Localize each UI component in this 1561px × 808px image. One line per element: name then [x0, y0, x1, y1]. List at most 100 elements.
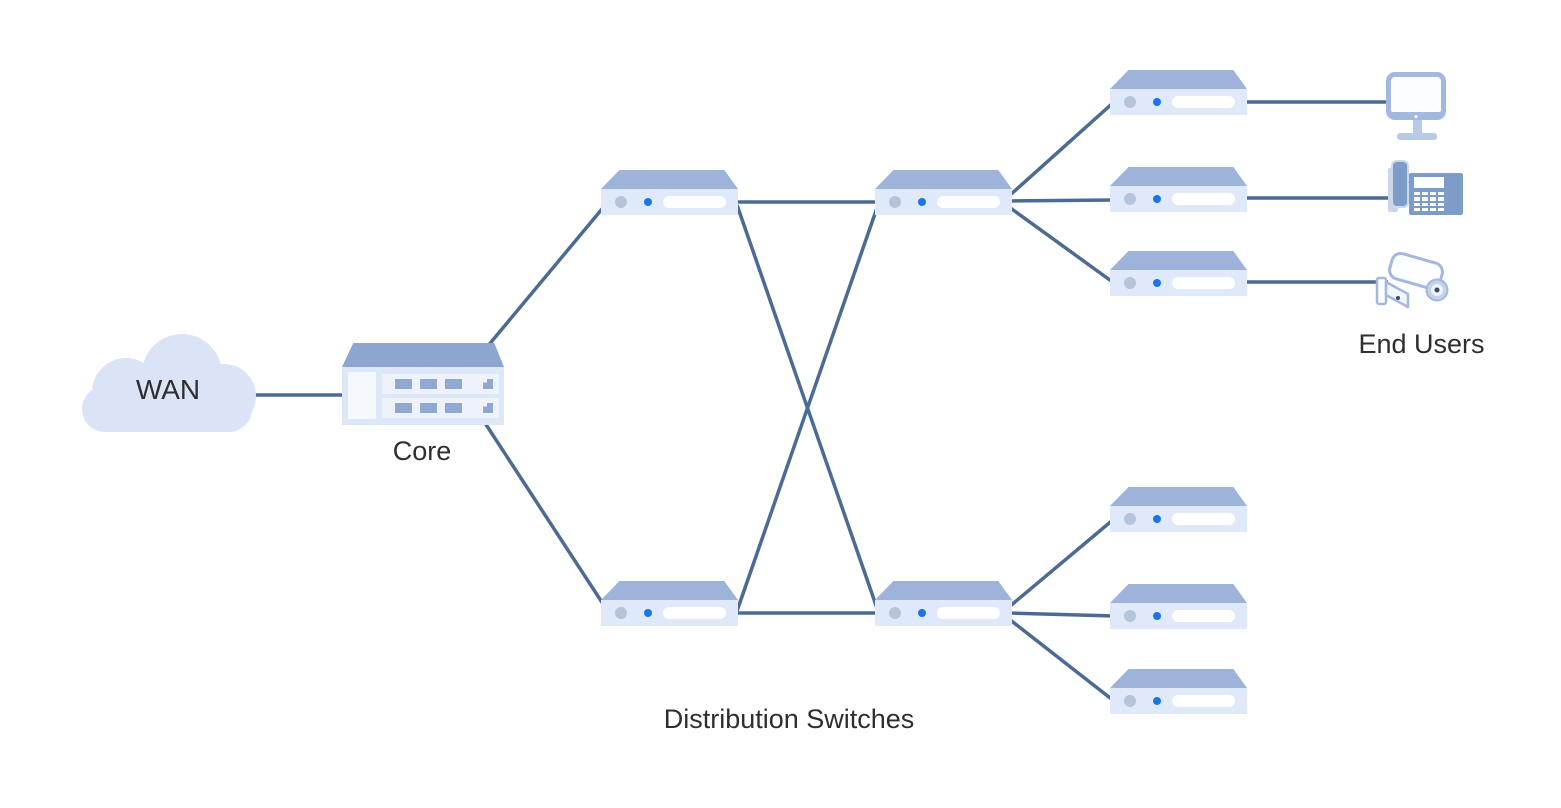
phone-keypad [1414, 192, 1444, 211]
port-panel [1172, 193, 1235, 205]
switch-chassis-top [1110, 70, 1247, 89]
camera-graphic [1375, 251, 1449, 309]
core-chassis-front [342, 367, 504, 425]
node-access-bottom-1 [1110, 487, 1247, 532]
switch-chassis-front [1110, 89, 1247, 115]
switch-chassis-top [1110, 669, 1247, 688]
monitor-base [1397, 133, 1437, 140]
end-users-label: End Users [1358, 329, 1485, 359]
edge-dist-bottom-right-access-bottom-1 [1007, 517, 1116, 609]
node-core [342, 343, 504, 425]
monitor-stand [1412, 120, 1422, 133]
power-led [1124, 513, 1136, 525]
switch-chassis-front [1110, 186, 1247, 212]
power-led [1124, 96, 1136, 108]
wan-label: WAN [135, 374, 201, 405]
power-led [889, 607, 901, 619]
node-dist-bottom-right [875, 581, 1012, 626]
port-panel [663, 196, 726, 208]
node-wan: WAN [78, 330, 258, 438]
node-end-user-camera [1374, 250, 1458, 325]
switch-chassis-top [1110, 167, 1247, 186]
port-panel [663, 607, 726, 619]
core-left-panel [348, 372, 376, 419]
cloud-shape [82, 334, 256, 432]
port-panel [937, 607, 1000, 619]
port-panel [1172, 96, 1235, 108]
core-chassis-top [342, 343, 504, 367]
switch-chassis-front [1110, 270, 1247, 296]
core-label: Core [392, 436, 452, 466]
ethernet-port [420, 403, 437, 413]
ethernet-port [445, 379, 462, 389]
ethernet-port [445, 403, 462, 413]
activity-led [644, 609, 652, 617]
node-access-top-1 [1110, 70, 1247, 115]
node-end-user-monitor [1386, 72, 1448, 140]
switch-chassis-top [601, 170, 738, 189]
activity-led [1153, 515, 1161, 523]
activity-led [1153, 195, 1161, 203]
edge-dist-bottom-right-access-bottom-2 [1008, 611, 1115, 618]
power-led [1124, 695, 1136, 707]
switch-chassis-top [875, 581, 1012, 600]
switch-chassis-top [601, 581, 738, 600]
port-panel [1172, 695, 1235, 707]
edge-core-dist-top-left [485, 201, 609, 349]
port-panel [1172, 610, 1235, 622]
node-access-top-3 [1110, 251, 1247, 296]
uplink-port [483, 403, 493, 413]
power-led [1124, 610, 1136, 622]
ethernet-port [395, 403, 412, 413]
switch-chassis-top [875, 170, 1012, 189]
switch-chassis-front [875, 600, 1012, 626]
activity-led [1153, 279, 1161, 287]
power-led [1124, 277, 1136, 289]
power-led [615, 196, 627, 208]
edge-dist-top-right-access-top-1 [1007, 100, 1116, 198]
switch-chassis-top [1110, 487, 1247, 506]
node-access-top-2 [1110, 167, 1247, 212]
activity-led [1153, 697, 1161, 705]
edge-dist-top-right-access-top-3 [1007, 205, 1116, 285]
activity-led [918, 198, 926, 206]
node-access-bottom-2 [1110, 584, 1247, 629]
node-dist-top-left [601, 170, 738, 215]
switch-chassis-top [1110, 584, 1247, 603]
ethernet-port [395, 379, 412, 389]
node-dist-top-right [875, 170, 1012, 215]
power-led [615, 607, 627, 619]
phone-display [1414, 177, 1444, 188]
switch-chassis-front [875, 189, 1012, 215]
node-access-bottom-3 [1110, 669, 1247, 714]
port-panel [1172, 513, 1235, 525]
ethernet-port [420, 379, 437, 389]
switch-chassis-front [601, 600, 738, 626]
monitor-screen [1386, 72, 1446, 120]
power-led [1124, 193, 1136, 205]
node-dist-bottom-left [601, 581, 738, 626]
switch-chassis-top [1110, 251, 1247, 270]
edge-dist-top-right-access-top-2 [1008, 198, 1115, 203]
port-panel [1172, 277, 1235, 289]
activity-led [644, 198, 652, 206]
switch-chassis-front [1110, 603, 1247, 629]
node-end-user-phone [1386, 158, 1466, 216]
switch-chassis-front [1110, 506, 1247, 532]
switch-chassis-front [1110, 688, 1247, 714]
distribution-switches-label: Distribution Switches [663, 704, 915, 734]
switch-chassis-front [601, 189, 738, 215]
power-led [889, 196, 901, 208]
edge-core-dist-bottom-left [483, 422, 609, 611]
edge-dist-bottom-right-access-bottom-3 [1007, 617, 1116, 703]
core-line-card [382, 398, 499, 418]
monitor-power-dot [1414, 115, 1418, 118]
phone-handset [1391, 160, 1409, 208]
uplink-port [483, 379, 493, 389]
edge-dist-bottom-left-dist-top-right [735, 204, 880, 612]
core-line-card [382, 374, 499, 394]
activity-led [918, 609, 926, 617]
